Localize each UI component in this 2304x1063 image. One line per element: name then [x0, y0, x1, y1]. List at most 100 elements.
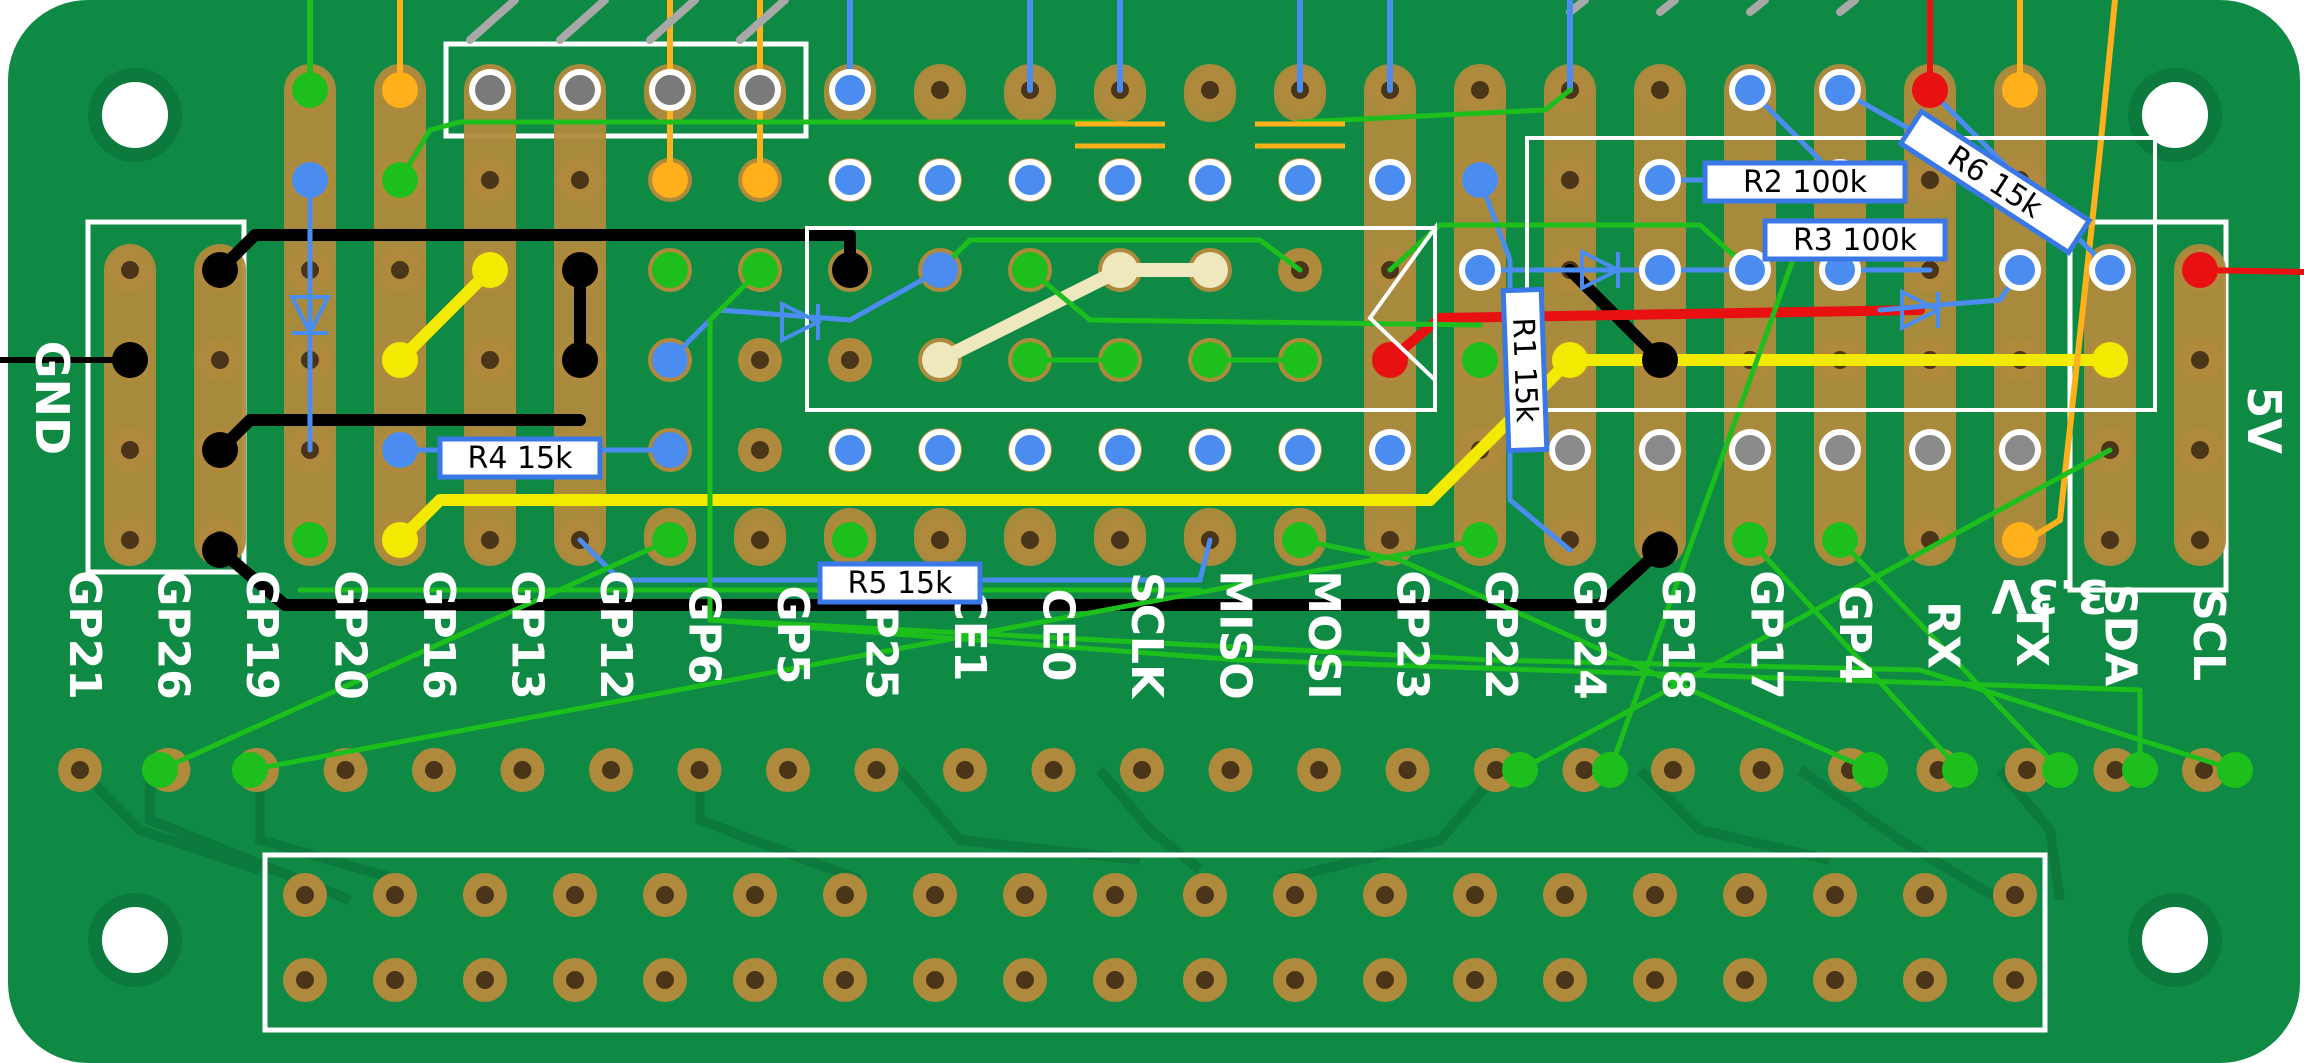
green-wire-end — [292, 522, 328, 558]
gnd-label: GND — [25, 341, 79, 455]
black-wire-end — [562, 252, 598, 288]
pad-hole — [1286, 971, 1304, 989]
pad-hole — [1466, 971, 1484, 989]
blue-wire-end — [2089, 249, 2131, 291]
pad-hole — [956, 761, 974, 779]
green-wire-end — [382, 162, 418, 198]
copper-trace — [1636, 766, 1832, 865]
green-wire-end — [2217, 752, 2253, 788]
grey-wire — [466, 0, 519, 44]
pad-hole — [931, 81, 949, 99]
pad-hole — [1021, 531, 1039, 549]
pad-hole — [1921, 171, 1939, 189]
pad-hole — [211, 351, 229, 369]
grey-wire — [1656, 0, 1679, 16]
pad-hole — [2191, 441, 2209, 459]
yellow-wire — [394, 264, 496, 366]
top-header-outline — [443, 41, 809, 139]
gpio-label-scl: SCL — [2183, 589, 2234, 681]
gpio-label-gp13: GP13 — [502, 570, 553, 700]
black-wire-end — [202, 532, 238, 568]
green-wire-end — [142, 752, 178, 788]
pad-hole — [1487, 761, 1505, 779]
pad-hole — [2101, 531, 2119, 549]
grey-wire — [646, 0, 699, 44]
pad-hole — [1826, 886, 1844, 904]
diode-d1 — [288, 295, 332, 338]
blue-wire-end — [1009, 429, 1051, 471]
blue-wire-end — [1999, 249, 2041, 291]
pad-hole — [751, 441, 769, 459]
gnd-rail-strip — [194, 244, 246, 566]
blue-wire-end — [1189, 429, 1231, 471]
green-wire-end — [1462, 522, 1498, 558]
resistor-label-r2: R2 100k — [1743, 165, 1868, 200]
gpio-label-gp24: GP24 — [1564, 570, 1615, 700]
grey-pad-end — [1639, 429, 1681, 471]
resistor-body — [817, 561, 983, 605]
wires — [0, 0, 2304, 788]
pad-hole — [746, 971, 764, 989]
grey-header-pin — [649, 69, 691, 111]
pad-hole — [121, 441, 139, 459]
pad-hole — [1381, 531, 1399, 549]
pad-hole — [656, 886, 674, 904]
pad-hole — [513, 761, 532, 779]
blue-wire-end — [1279, 159, 1321, 201]
black-wire-end — [112, 342, 148, 378]
green-wire-end — [2042, 752, 2078, 788]
pad-hole — [425, 761, 443, 779]
green-wire — [1747, 537, 1963, 773]
blue-wire-end — [1459, 249, 1501, 291]
resistor-r2: R2 100k — [1702, 160, 1908, 204]
grey-pad-end — [1729, 429, 1771, 471]
copper-strip — [374, 64, 426, 566]
blue-wire-end — [1639, 249, 1681, 291]
pad-hole — [71, 761, 89, 779]
pad-hole — [2191, 351, 2209, 369]
resistor-r1: R1 15k — [1500, 286, 1550, 454]
gpio-label-gp5: GP5 — [767, 586, 818, 685]
pad-hole — [2006, 971, 2024, 989]
grey-wire — [1746, 0, 1769, 16]
copper-trace — [255, 770, 402, 885]
gpio-label-gp17: GP17 — [1741, 570, 1792, 700]
pad-hole — [481, 171, 499, 189]
black-ground-wire — [214, 544, 1666, 611]
blue-wire-end — [652, 342, 688, 378]
pad-hole — [656, 971, 674, 989]
pad-hole — [1916, 971, 1934, 989]
resistor-r5: R5 15k — [817, 561, 983, 605]
green-wire-end — [652, 252, 688, 288]
gnd-rail-strip — [104, 244, 156, 566]
mounting-hole-top-right — [2128, 68, 2222, 162]
grey-header-pin — [739, 69, 781, 111]
red-wire-end — [1372, 342, 1408, 378]
pad-hole — [1471, 81, 1489, 99]
components — [288, 121, 2157, 412]
blue-wire-end — [1729, 249, 1771, 291]
green-wire — [1517, 447, 2113, 773]
green-wire — [707, 617, 2143, 773]
blue-wire-end — [1819, 69, 1861, 111]
yellow-wire-end — [2092, 342, 2128, 378]
gpio-label-miso: MISO — [1210, 570, 1261, 699]
pad-hole — [2018, 761, 2036, 779]
diode-d3 — [1580, 248, 1623, 292]
blue-wire-end — [292, 162, 328, 198]
blue-wire-end — [1462, 162, 1498, 198]
green-wire-end — [1462, 342, 1498, 378]
pad-hole — [602, 761, 620, 779]
pad-hole — [867, 761, 886, 779]
blue-wire-end — [382, 432, 418, 468]
gpio-label-gp22: GP22 — [1475, 570, 1526, 700]
blue-wire — [667, 267, 943, 363]
grey-pad-end — [1549, 429, 1591, 471]
pad-hole — [1826, 971, 1844, 989]
blue-wire-end — [1639, 159, 1681, 201]
mounting-hole-bottom-left — [88, 893, 182, 987]
copper-trace — [145, 770, 352, 905]
green-wire — [1297, 537, 1873, 773]
